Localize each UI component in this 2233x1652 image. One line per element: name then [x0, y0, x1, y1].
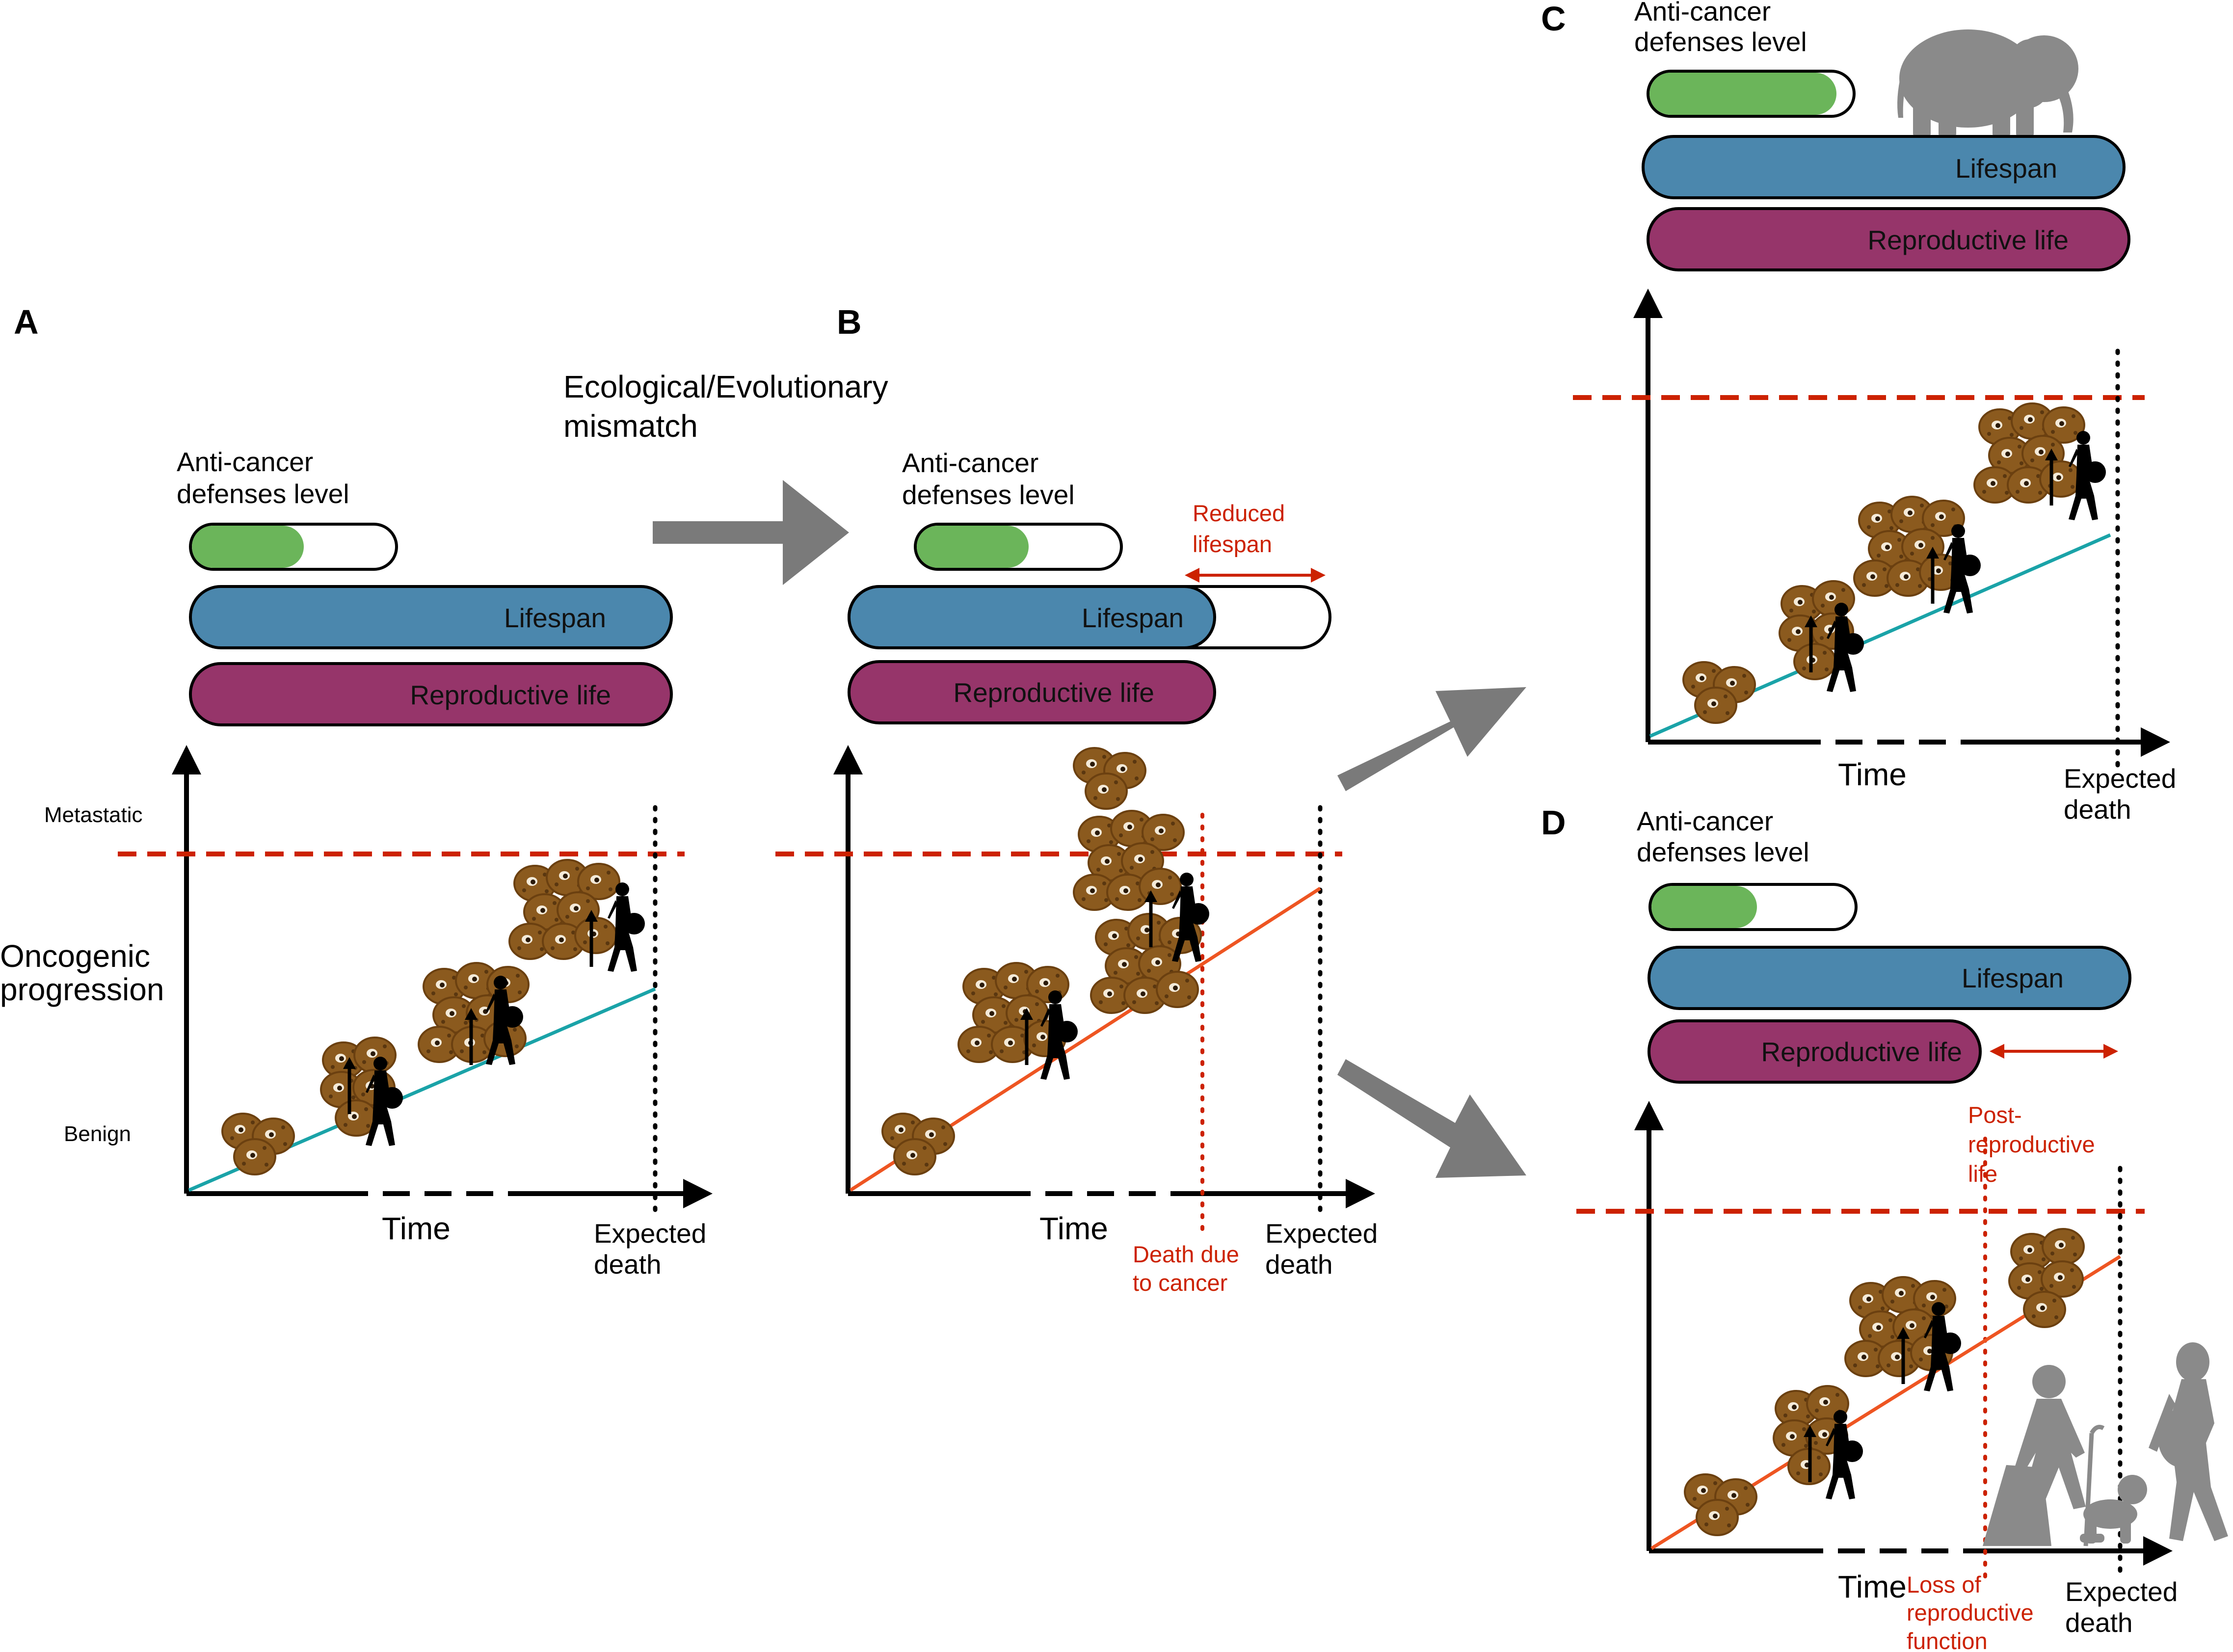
panel-c-defenses-label-2: defenses level — [1634, 27, 1807, 57]
panel-c: C Anti-cancer defenses level Lifespan Re… — [1541, 0, 2176, 825]
panel-a-defenses-label-1: Anti-cancer — [177, 447, 313, 477]
panel-b-x-axis-label: Time — [1039, 1211, 1108, 1246]
elderly-woman-icon — [1983, 1365, 2105, 1546]
tumor-cell-cluster-icon — [222, 1114, 294, 1174]
panel-c-lifespan-label: Lifespan — [1955, 153, 2057, 184]
panel-c-defenses-label-1: Anti-cancer — [1634, 0, 1771, 27]
panel-a-x-axis-label: Time — [382, 1211, 451, 1246]
tumor-cell-cluster-icon — [509, 860, 619, 959]
panel-d-letter: D — [1541, 803, 1566, 842]
arrow-to-panel-c — [1337, 687, 1526, 791]
post-reproductive-label-2: reproductive — [1968, 1131, 2095, 1157]
loss-reproductive-label-2: reproductive — [1907, 1599, 2034, 1625]
panel-a-letter: A — [14, 303, 39, 341]
panel-d-death-label-1: Expected — [2065, 1576, 2178, 1607]
post-reproductive-label-3: life — [1968, 1161, 1997, 1187]
panel-a-defenses-bar — [189, 523, 398, 571]
panel-c-x-axis-label: Time — [1838, 757, 1907, 792]
panel-b-death-label-1: Expected — [1265, 1218, 1378, 1249]
cancer-death-label-1: Death due — [1133, 1241, 1239, 1267]
tumor-cell-cluster-icon — [2009, 1229, 2084, 1327]
panel-d-death-label-2: death — [2065, 1607, 2133, 1638]
panel-a-defenses-label-2: defenses level — [177, 479, 349, 509]
panel-c-reproductive-label: Reproductive life — [1867, 225, 2069, 255]
panel-c-defenses-bar — [1647, 70, 1856, 118]
panel-c-letter: C — [1541, 0, 1566, 38]
mismatch-label-1: Ecological/Evolutionary — [563, 369, 888, 404]
tumor-cell-cluster-icon — [1074, 811, 1184, 910]
panel-c-death-label-1: Expected — [2064, 763, 2176, 794]
panel-a-reproductive-bar — [189, 662, 673, 726]
benign-label: Benign — [64, 1122, 131, 1146]
panel-b-letter: B — [837, 303, 862, 341]
panel-a-lifespan-bar — [189, 585, 673, 649]
loss-reproductive-label-1: Loss of — [1907, 1572, 1981, 1598]
panel-b-defenses-fill — [917, 526, 1029, 568]
mismatch-arrow — [653, 480, 849, 585]
y-axis-label-2: progression — [0, 972, 164, 1007]
arrow-to-panel-d — [1337, 1059, 1526, 1178]
pregnant-woman-icon — [2149, 1342, 2228, 1541]
panel-d-x-axis-label: Time — [1838, 1569, 1907, 1604]
tumor-cell-cluster-icon — [1685, 1474, 1756, 1535]
reduced-lifespan-label-1: Reduced — [1193, 500, 1285, 526]
mismatch-label-2: mismatch — [563, 408, 698, 444]
panel-b-death-label-2: death — [1265, 1249, 1333, 1279]
tumor-cell-cluster-icon — [1974, 403, 2084, 503]
loss-reproductive-label-3: function — [1907, 1628, 1988, 1652]
elephant-icon — [1897, 29, 2078, 137]
panel-c-death-label-2: death — [2064, 794, 2131, 825]
metastasis-cluster-icon — [1074, 748, 1145, 809]
panel-d-lifespan-label: Lifespan — [1962, 963, 2064, 993]
cancer-death-label-2: to cancer — [1133, 1270, 1227, 1296]
panel-b: B Anti-cancer defenses level Reduced lif… — [775, 303, 1378, 1296]
panel-c-lifespan-bar — [1642, 135, 2126, 199]
panel-a-lifespan-label: Lifespan — [504, 603, 606, 633]
tumor-cell-cluster-icon — [882, 1114, 954, 1174]
panel-d-defenses-label-2: defenses level — [1637, 837, 1809, 867]
tumor-cell-cluster-icon — [1683, 662, 1755, 723]
panel-a: A Anti-cancer defenses level Lifespan Re… — [0, 303, 713, 1279]
panel-b-lifespan-label: Lifespan — [1082, 603, 1184, 633]
panel-d-defenses-bar — [1648, 883, 1858, 931]
baby-icon — [2080, 1475, 2147, 1544]
panel-b-defenses-bar — [914, 523, 1123, 571]
tumor-cell-cluster-icon — [1854, 497, 1964, 596]
panel-d-defenses-label-1: Anti-cancer — [1637, 806, 1773, 836]
panel-b-defenses-label-2: defenses level — [902, 480, 1075, 510]
panel-b-lifespan-bar — [848, 585, 1216, 649]
panel-b-reproductive-bar — [848, 660, 1216, 724]
panel-d: D Anti-cancer defenses level Lifespan Re… — [1541, 803, 2228, 1652]
panel-a-reproductive-label: Reproductive life — [410, 680, 611, 710]
panel-a-death-label-1: Expected — [594, 1218, 706, 1249]
metastatic-label: Metastatic — [44, 803, 143, 827]
reduced-lifespan-label-2: lifespan — [1193, 531, 1272, 557]
panel-d-reproductive-bar — [1648, 1019, 1982, 1084]
y-axis-label-1: Oncogenic — [0, 938, 150, 974]
panel-a-death-label-2: death — [594, 1249, 662, 1279]
post-reproductive-label-1: Post- — [1968, 1102, 2022, 1128]
panel-c-defenses-fill — [1649, 73, 1836, 115]
panel-d-defenses-fill — [1651, 886, 1757, 928]
panel-d-reproductive-label: Reproductive life — [1761, 1037, 1962, 1067]
panel-c-reproductive-bar — [1647, 207, 2130, 271]
panel-b-defenses-label-1: Anti-cancer — [902, 448, 1038, 478]
panel-b-reproductive-label: Reproductive life — [953, 677, 1154, 708]
panel-d-lifespan-bar — [1648, 946, 2131, 1010]
panel-a-defenses-fill — [192, 526, 304, 568]
